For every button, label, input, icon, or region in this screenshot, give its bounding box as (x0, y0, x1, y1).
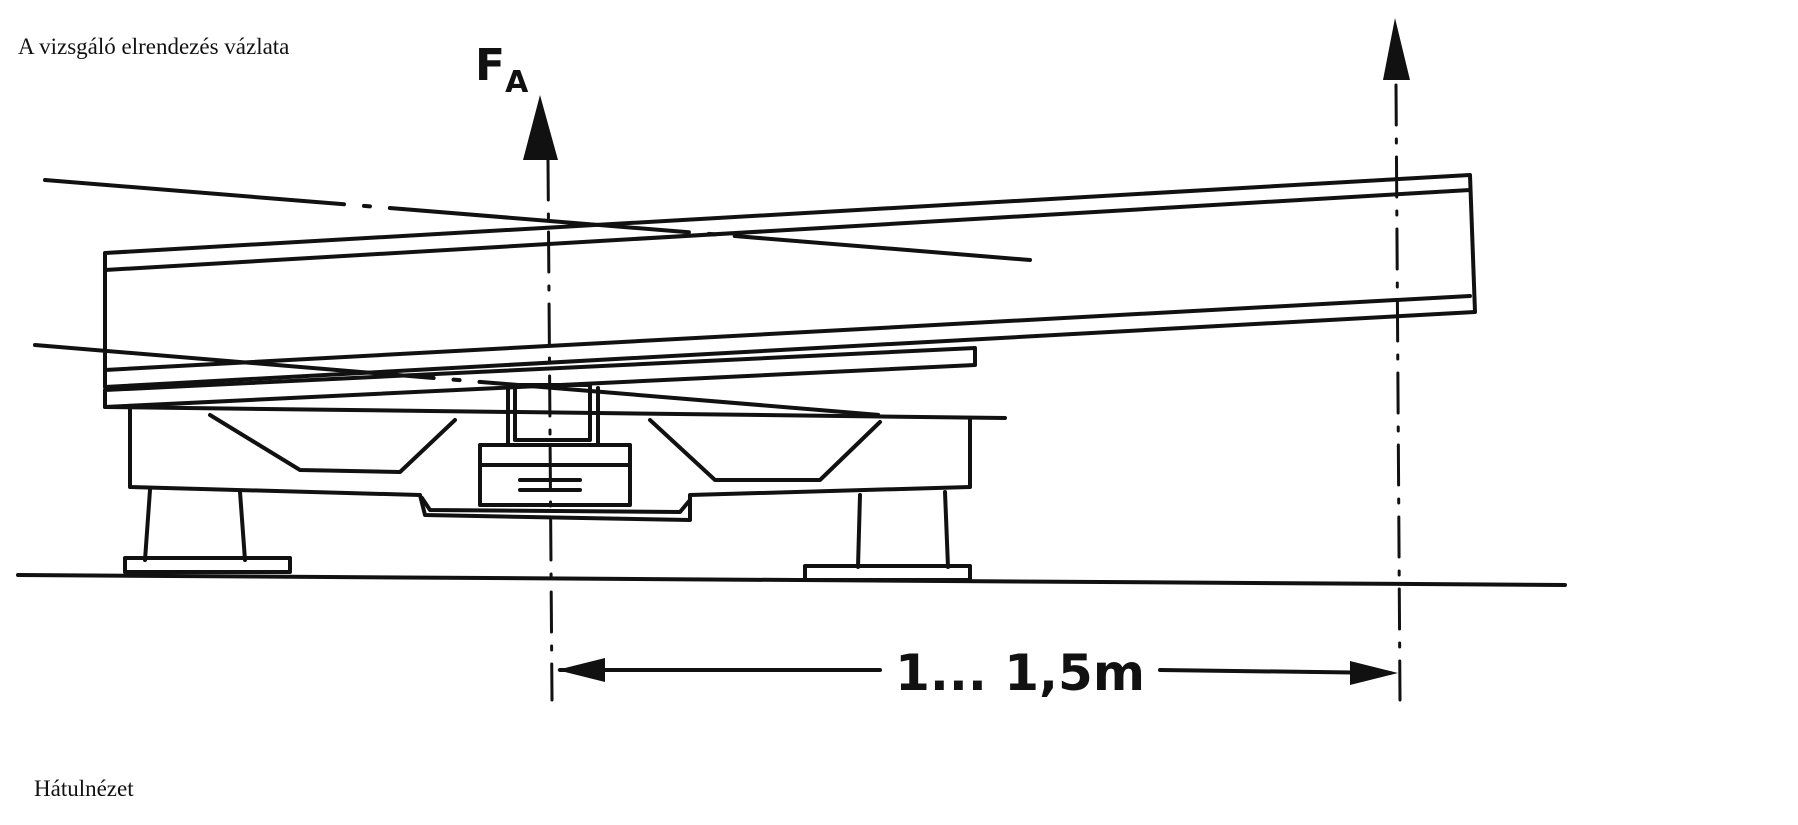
tilted-beam (103, 173, 1477, 389)
left-support-leg (123, 488, 292, 574)
ground-line (16, 573, 1567, 587)
vehicle-plate (103, 346, 1007, 420)
right-support-leg (803, 490, 972, 582)
test-frame (128, 408, 972, 522)
reference-line-lower (33, 343, 882, 417)
force-label: FA (475, 40, 529, 100)
force-arrow-up-icon (523, 95, 558, 160)
force-axis-right (1394, 83, 1402, 702)
dimension-arrow-right-icon (1350, 661, 1398, 685)
dimension-label: 1... 1,5m (895, 644, 1145, 702)
force-axis-left (546, 158, 554, 702)
reference-line-upper (43, 178, 1032, 262)
dimension-arrow-left-icon (557, 658, 605, 682)
load-actuator (478, 383, 632, 507)
force-arrow-up-right-icon (1383, 18, 1410, 80)
diagram-title: A vizsgáló elrendezés vázlata (18, 34, 290, 59)
view-label: Hátulnézet (34, 776, 134, 801)
